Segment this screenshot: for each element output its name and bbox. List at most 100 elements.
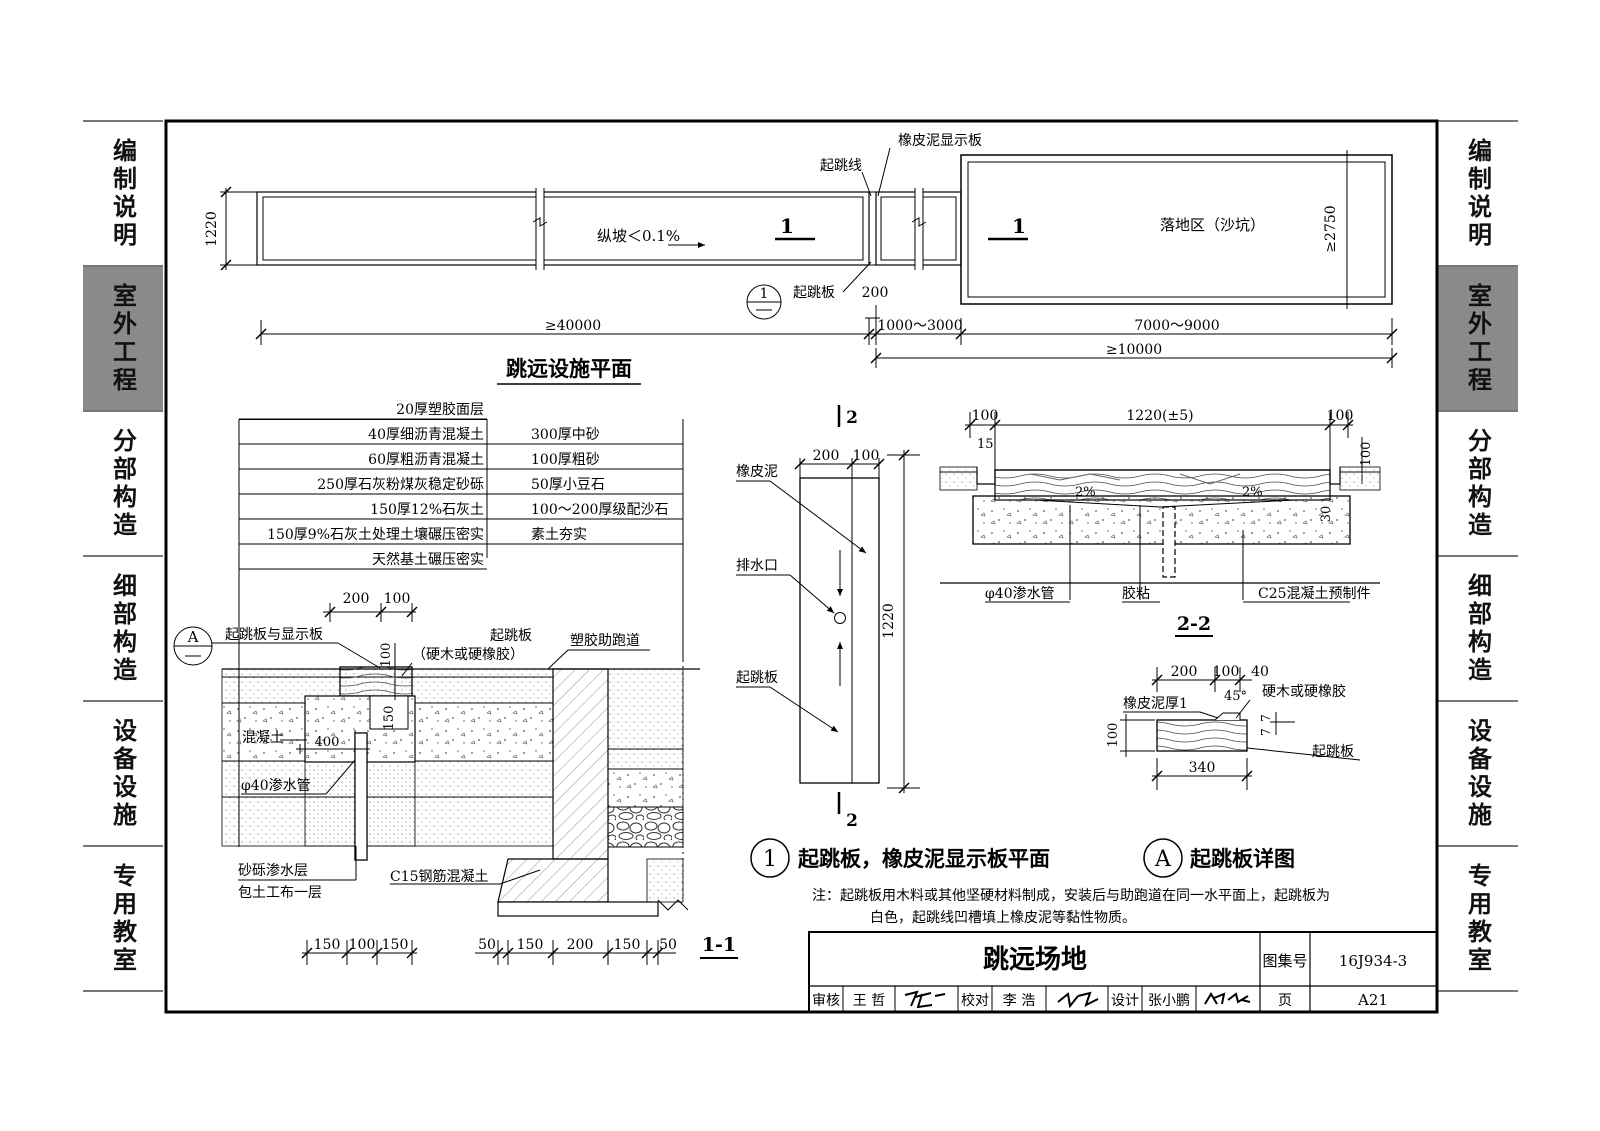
tab-fenbu[interactable]: 分部构造 [83, 410, 163, 555]
section22-slope-1: 2% [1075, 485, 1096, 500]
plan-dim-pit-width: ≥2750 [1323, 205, 1339, 252]
layer-left-3: 60厚粗沥青混凝土 [368, 452, 484, 468]
review-label: 审核 [812, 993, 840, 1009]
section-1-1: 20厚塑胶面层 40厚细沥青混凝土 60厚粗沥青混凝土 250厚石灰粉煤灰稳定砂… [173, 401, 738, 965]
plan-sandpit-label: 落地区（沙坑） [1160, 216, 1265, 234]
layer-left-2: 40厚细沥青混凝土 [368, 427, 484, 443]
designer-name: 张小鹏 [1148, 993, 1190, 1009]
drawing-frame [164, 119, 1439, 1014]
label-board: 起跳板 [490, 628, 532, 644]
tab-label: 室外工程 [108, 282, 137, 395]
layer-right-3: 50厚小豆石 [531, 477, 605, 493]
section11-dim-top-2: 100 [384, 591, 411, 607]
tab-label: 设备设施 [108, 717, 137, 830]
tab-label: 编制说明 [108, 137, 137, 250]
reviewer-signature [904, 990, 946, 1009]
tab-shebei[interactable]: 设备设施 [83, 700, 163, 845]
plan-dim-pit: 7000～9000 [1134, 318, 1219, 334]
plan-section-mark-right: 1 [1012, 214, 1026, 238]
section22-dim-15: 15 [977, 437, 994, 452]
section11-dim-br-3: 200 [567, 937, 594, 953]
detailA-dim-top-2: 100 [1213, 664, 1240, 680]
tab-zhuanyong[interactable]: 专用教室 [1438, 845, 1518, 992]
tab-fenbu[interactable]: 分部构造 [1438, 410, 1518, 555]
detailA-callout-circle [1143, 838, 1183, 878]
layer-left-5: 150厚12%石灰土 [370, 502, 484, 518]
right-tab-column: 编制说明 室外工程 分部构造 细部构造 设备设施 专用教室 [1438, 120, 1518, 992]
tab-xibu[interactable]: 细部构造 [1438, 555, 1518, 700]
tab-xibu[interactable]: 细部构造 [83, 555, 163, 700]
tab-label: 分部构造 [108, 427, 137, 540]
layer-right-2: 100厚粗砂 [531, 452, 600, 468]
section22-dim-top-2: 1220(±5) [1126, 408, 1193, 424]
tab-bianzhi[interactable]: 编制说明 [1438, 120, 1518, 265]
detail1-label-drain: 排水口 [736, 558, 778, 574]
detail1-dim-length: 1220 [881, 603, 897, 639]
section11-dim-bl-3: 150 [382, 937, 409, 953]
section11-dim-br-1: 50 [478, 937, 496, 953]
tab-shebei[interactable]: 设备设施 [1438, 700, 1518, 845]
layer-right-5: 素土夯实 [531, 527, 587, 543]
section11-dim-br-5: 50 [659, 937, 677, 953]
tab-label: 室外工程 [1463, 282, 1492, 395]
label-runway: 塑胶助跑道 [570, 632, 640, 649]
section-2-2: 100 1220(±5) 100 15 100 30 2% 2% φ40渗水管 … [939, 408, 1381, 637]
section11-dim-top-1: 200 [343, 591, 370, 607]
tab-label: 细部构造 [1463, 572, 1492, 685]
plan-dim-runway: ≥40000 [545, 318, 601, 334]
detailA-dim-width: 340 [1189, 760, 1216, 776]
left-tab-column: 编制说明 室外工程 分部构造 细部构造 设备设施 专用教室 [83, 120, 163, 992]
checker-name: 李 浩 [1003, 993, 1035, 1009]
section11-dim-150: 150 [382, 706, 397, 731]
detailA-label-plasticine: 橡皮泥厚1 [1123, 696, 1188, 712]
detailA-title: 起跳板详图 [1189, 846, 1295, 871]
section11-callout-letter: A [187, 628, 199, 646]
tab-label: 专用教室 [1463, 862, 1492, 975]
layer-right-4: 100～200厚级配沙石 [531, 502, 668, 518]
plan-takeoff-board-label: 起跳板 [793, 285, 835, 301]
label-pipe: φ40渗水管 [241, 778, 311, 794]
label-board-material: （硬木或硬橡胶） [412, 646, 524, 663]
layer-right-1: 300厚中砂 [531, 427, 600, 443]
section22-dim-top-1: 100 [972, 408, 999, 424]
plan-view: 1220 ≥2750 纵坡＜0.1% 1 1 落地区（沙坑） 橡皮泥显示板 起跳… [204, 133, 1398, 385]
tab-bianzhi[interactable]: 编制说明 [83, 120, 163, 265]
plan-dim-total: ≥10000 [1106, 342, 1162, 358]
section22-label-glue: 胶粘 [1122, 585, 1150, 602]
section11-dim-bl-1: 150 [314, 937, 341, 953]
section11-dim-bl-2: 100 [349, 937, 376, 953]
detailA-dim-top-1: 200 [1171, 664, 1198, 680]
tab-shiwai[interactable]: 室外工程 [1438, 265, 1518, 410]
section22-dim-100: 100 [1359, 442, 1374, 467]
page-number: A21 [1357, 991, 1388, 1009]
plan-takeoff-line-label: 起跳线 [820, 158, 862, 174]
detailA-callout-letter: A [1154, 847, 1172, 872]
detail-A: 200 100 40 橡皮泥厚1 45° 硬木或硬橡胶 7 7 100 340 … [1106, 664, 1361, 878]
atlas-number: 16J934-3 [1339, 952, 1407, 970]
label-gravel: 砂砾渗水层 [238, 863, 308, 879]
plan-board-display-label: 橡皮泥显示板 [898, 133, 982, 149]
tab-label: 专用教室 [108, 862, 137, 975]
label-c15: C15钢筋混凝土 [390, 868, 489, 885]
plan-dim-width: 1220 [204, 211, 220, 247]
plan-slope-label: 纵坡＜0.1% [597, 227, 680, 245]
layer-left-7: 天然基土碾压密实 [372, 551, 484, 568]
section22-title: 2-2 [1177, 613, 1211, 635]
tab-zhuanyong[interactable]: 专用教室 [83, 845, 163, 992]
tab-label: 分部构造 [1463, 427, 1492, 540]
section11-title: 1-1 [702, 934, 736, 956]
tab-label: 细部构造 [108, 572, 137, 685]
section11-dim-br-2: 150 [517, 937, 544, 953]
note-line-1: 注：起跳板用木料或其他坚硬材料制成，安装后与助跑道在同一水平面上，起跳板为 [812, 888, 1330, 904]
detail1-dim-top-1: 200 [813, 448, 840, 464]
plan-dim-gap: 1000～3000 [877, 318, 962, 334]
label-concrete: 混凝土 [242, 730, 284, 746]
designer-signature [1204, 992, 1251, 1005]
title-block-title: 跳远场地 [983, 945, 1087, 975]
section22-slope-2: 2% [1242, 485, 1263, 500]
tab-shiwai[interactable]: 室外工程 [83, 265, 163, 410]
tab-label: 设备设施 [1463, 717, 1492, 830]
layer-left-6: 150厚9%石灰土处理土壤碾压密实 [267, 526, 484, 543]
checker-signature [1057, 991, 1099, 1009]
detailA-label-angle: 45° [1224, 689, 1247, 704]
